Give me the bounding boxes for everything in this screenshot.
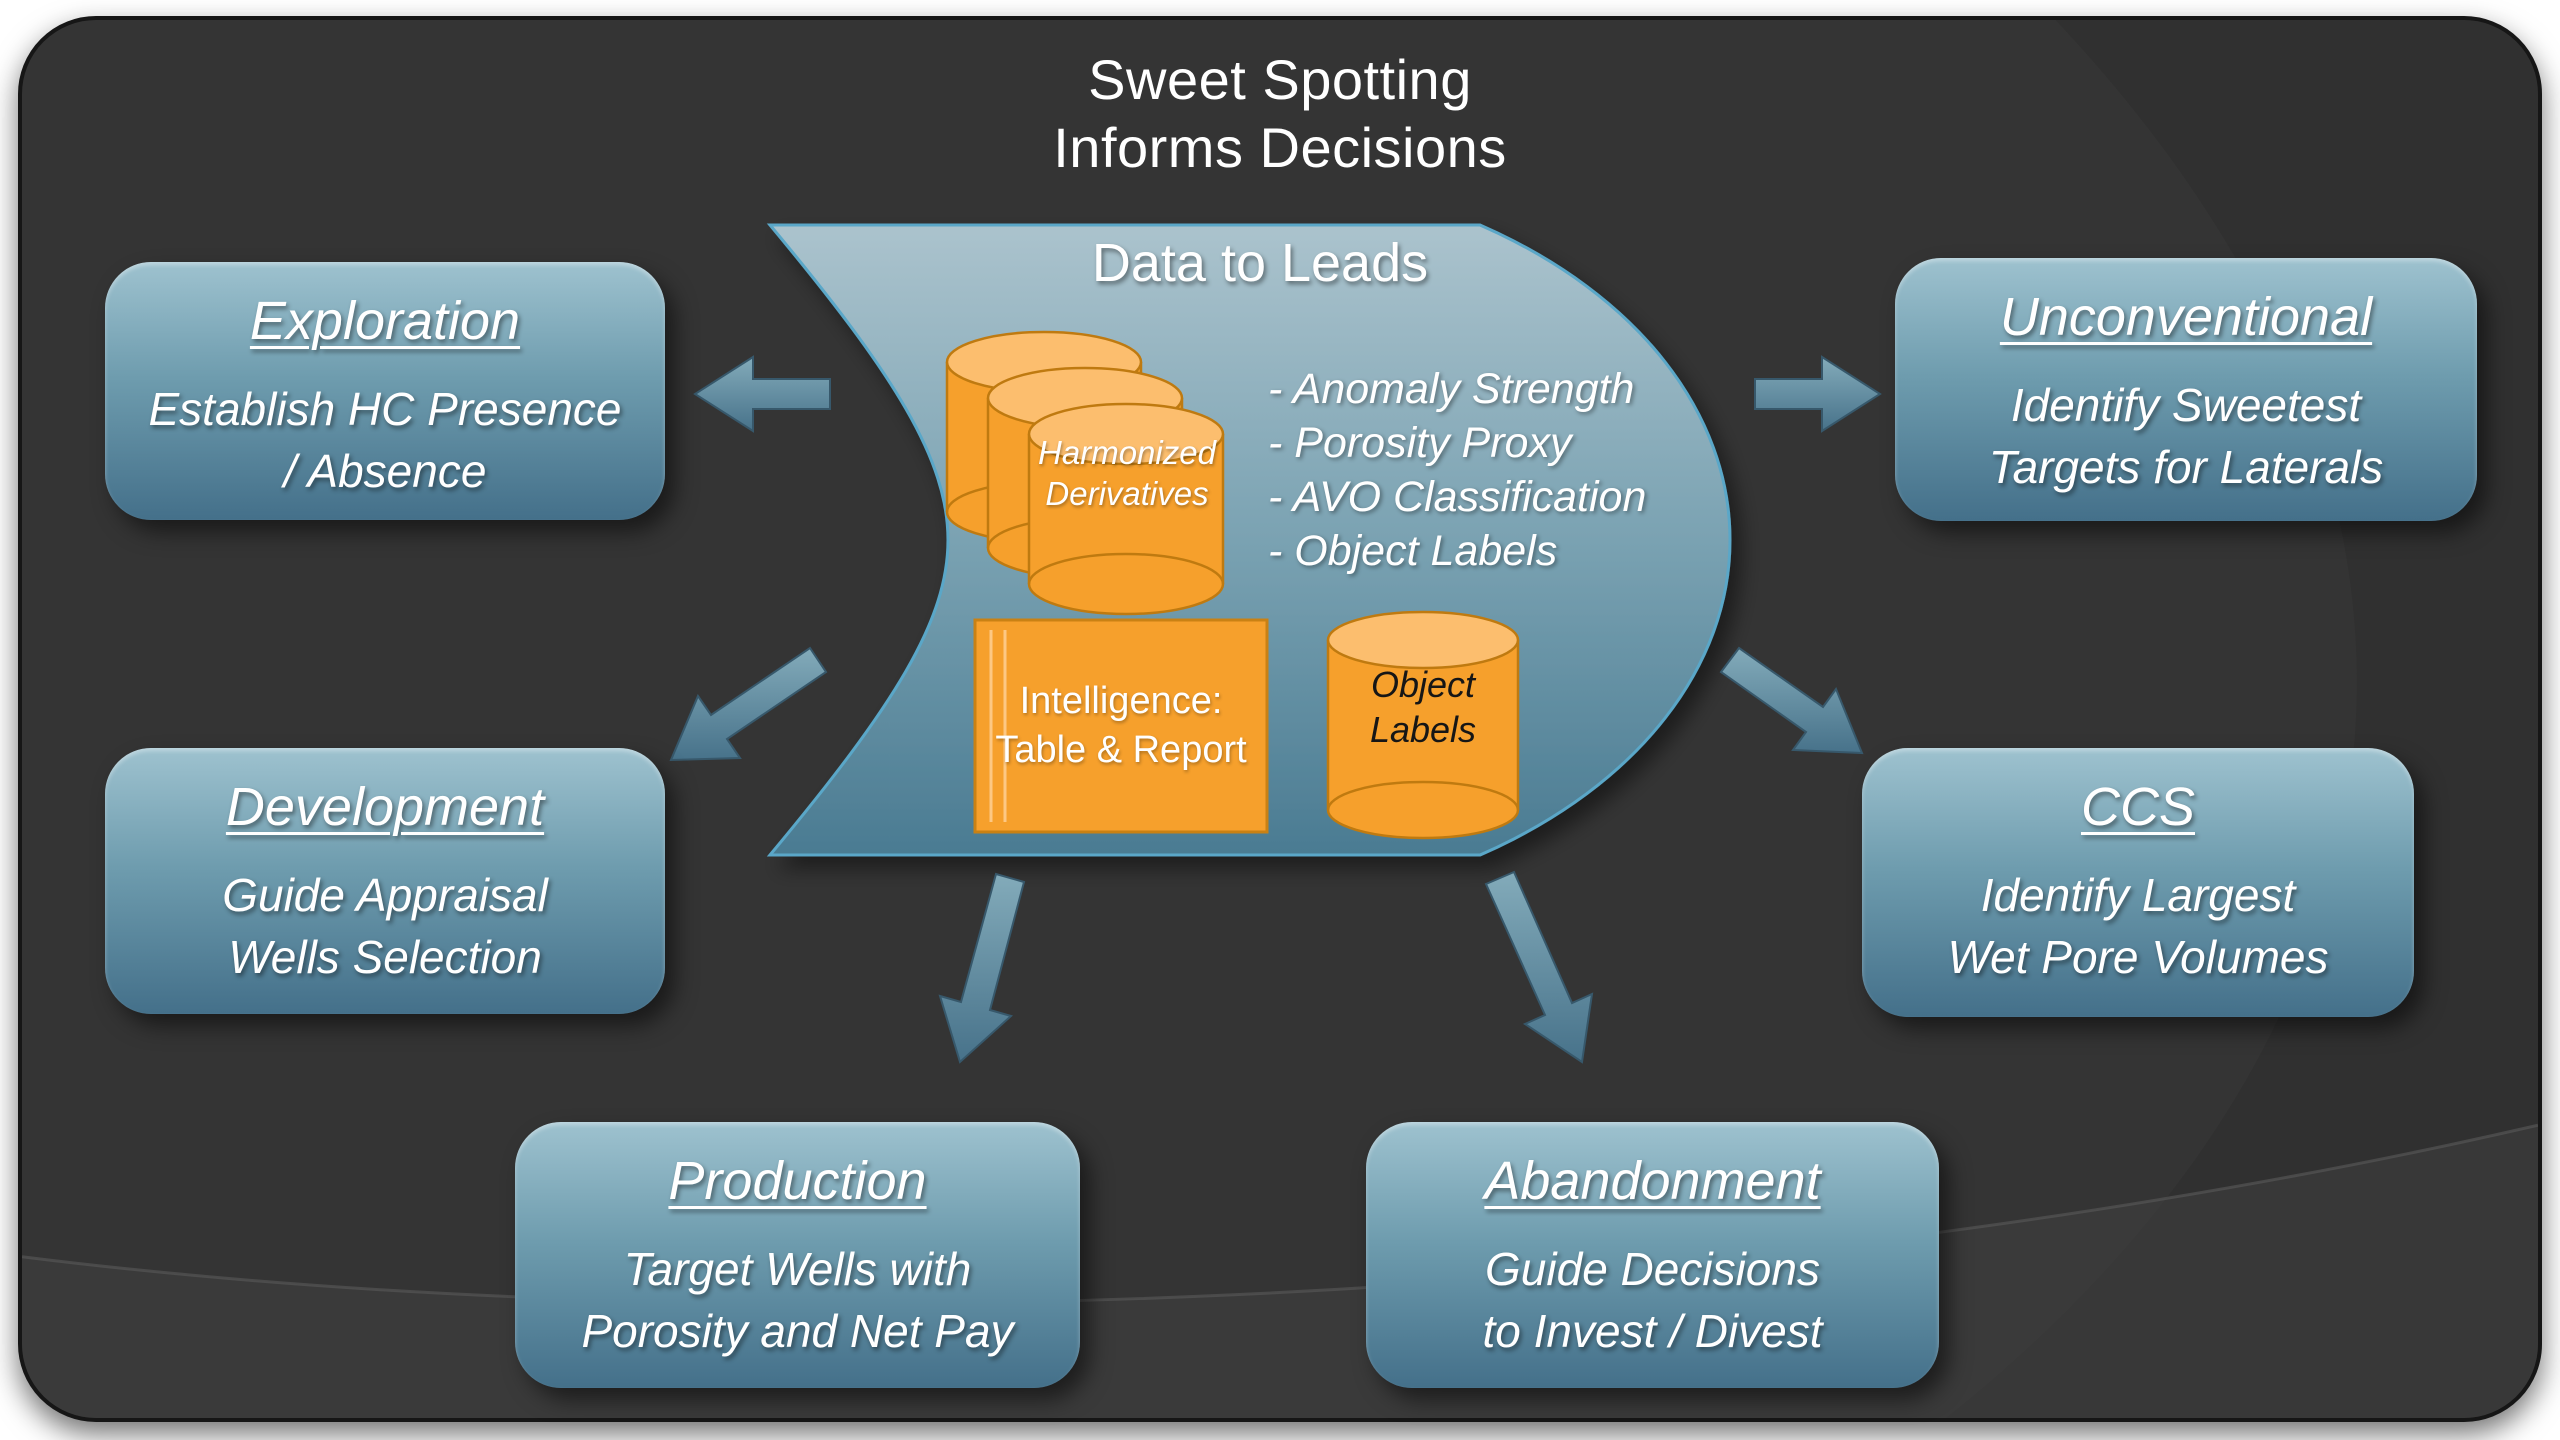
node-exploration-body: Establish HC Presence / Absence <box>148 383 622 498</box>
data-to-leads-bullet-list: - Anomaly Strength - Porosity Proxy - AV… <box>1268 362 1646 578</box>
node-production: Production Target Wells with Porosity an… <box>515 1122 1080 1388</box>
slide-background <box>18 16 2542 1422</box>
harmonized-derivatives-label: Harmonized Derivatives <box>1038 434 1216 513</box>
bullet-avo-classification: - AVO Classification <box>1268 473 1647 521</box>
bullet-object-labels: - Object Labels <box>1268 527 1558 575</box>
node-unconventional-title: Unconventional <box>1999 287 2373 347</box>
bullet-anomaly-strength: - Anomaly Strength <box>1268 365 1635 413</box>
node-production-title: Production <box>668 1151 927 1211</box>
node-development-body: Guide Appraisal Wells Selection <box>222 869 548 984</box>
node-exploration-title: Exploration <box>249 291 521 351</box>
node-development: Development Guide Appraisal Wells Select… <box>105 748 665 1014</box>
node-abandonment-title: Abandonment <box>1484 1151 1821 1211</box>
node-abandonment: Abandonment Guide Decisions to Invest / … <box>1366 1122 1939 1388</box>
slide-title: Sweet Spotting Informs Decisions <box>1053 48 1507 180</box>
node-exploration: Exploration Establish HC Presence / Abse… <box>105 262 665 520</box>
node-ccs-body: Identify Largest Wet Pore Volumes <box>1947 869 2329 984</box>
swoosh-highlight-line <box>22 1123 2538 1306</box>
node-unconventional-body: Identify Sweetest Targets for Laterals <box>1988 379 2384 494</box>
node-unconventional: Unconventional Identify Sweetest Targets… <box>1895 258 2477 521</box>
node-abandonment-body: Guide Decisions to Invest / Divest <box>1482 1243 1823 1358</box>
bottom-swoosh-decor <box>22 1125 2538 1418</box>
object-labels-cylinder-label: Object Labels <box>1369 664 1477 750</box>
node-ccs-title: CCS <box>2080 777 2195 837</box>
node-production-body: Target Wells with Porosity and Net Pay <box>581 1243 1014 1358</box>
data-to-leads-title: Data to Leads <box>1091 233 1429 293</box>
node-ccs: CCS Identify Largest Wet Pore Volumes <box>1862 748 2414 1017</box>
background-swoosh-decor <box>22 20 2538 1418</box>
bullet-porosity-proxy: - Porosity Proxy <box>1268 419 1572 467</box>
node-development-title: Development <box>225 777 545 837</box>
intelligence-table-report-label: Intelligence: Table & Report <box>995 679 1247 771</box>
